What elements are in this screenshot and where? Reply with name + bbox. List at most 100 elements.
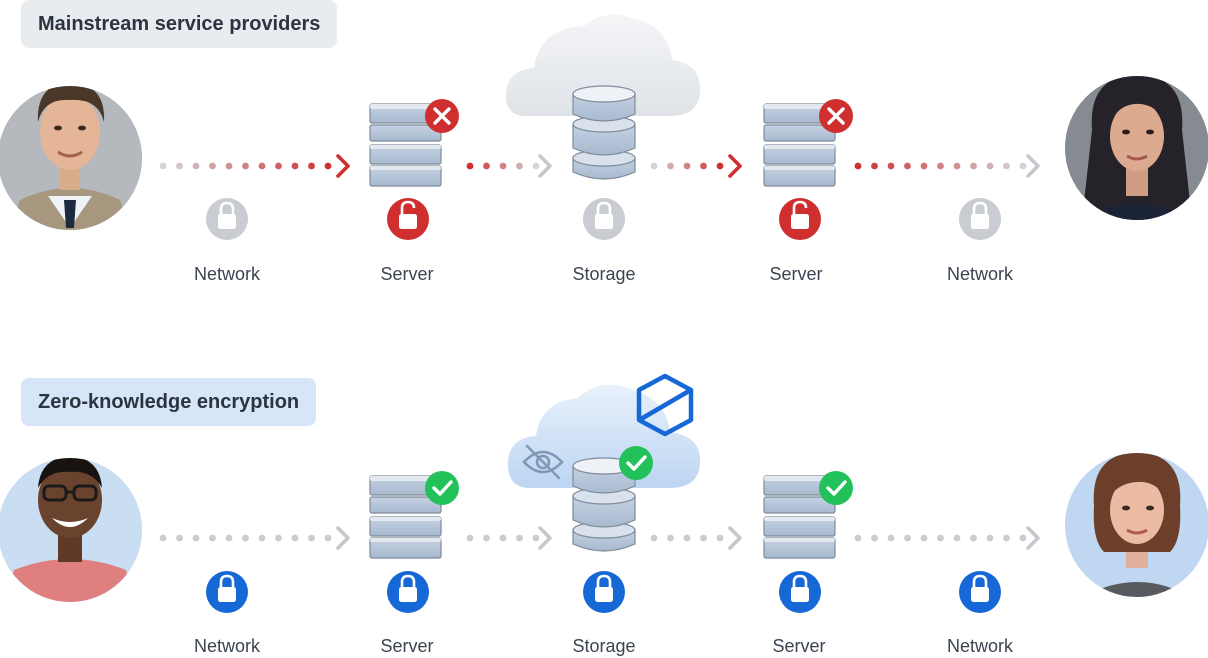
lock-icon [959,198,1001,240]
arrow-dot [953,162,961,170]
avatar-man-bottom-left [0,458,142,602]
arrow-dot [499,534,507,542]
unlock-icon [387,198,429,240]
arrow-dot [308,162,315,170]
arrow-dot [1003,534,1010,542]
label-network-3: Network [193,636,260,656]
arrow-dot [209,534,216,542]
arrow-dot [242,162,249,170]
section-title-mainstream: Mainstream service providers [21,0,338,48]
arrow-dot [920,162,928,170]
label-network-4: Network [946,636,1013,656]
chevron-right-icon [538,154,552,178]
arrow-dot [192,534,200,542]
arrow-dot [532,534,540,542]
arrow-dot [1019,162,1027,170]
arrow-dot [466,534,474,542]
arrow-dot [159,162,167,170]
arrow-dot [1019,534,1027,542]
chevron-right-icon [728,526,742,550]
arrow-dot [970,162,977,170]
arrow-dot [532,162,540,170]
chevron-right-icon [538,526,552,550]
arrow-dot [700,534,707,542]
check-icon [425,471,459,505]
label-server-2: Server [769,264,823,284]
arrow-dot [225,534,233,542]
lock-icon [206,571,248,613]
arrow-dot [887,534,895,542]
avatar-man-top-left [0,86,142,230]
label-server-3: Server [380,636,434,656]
arrow-dot [516,162,523,170]
arrow-dot [291,162,299,170]
arrow-dot [650,534,658,542]
arrow-dot [854,162,862,170]
arrow-dot [986,534,994,542]
eye-off-icon [522,444,564,480]
arrow-dot [667,534,674,542]
label-server-4: Server [772,636,826,656]
lock-icon [779,571,821,613]
arrow-server-to-network-2 [854,526,1040,550]
chevron-right-icon [1026,154,1040,178]
arrow-dot [904,534,911,542]
server-top-right [763,103,836,187]
arrow-dot [920,534,928,542]
avatar-woman-bottom-right [1065,453,1208,597]
arrow-dot [887,162,895,170]
arrow-dot [854,534,862,542]
arrow-dot [483,534,490,542]
arrow-dot [258,534,266,542]
cloud-top [506,14,701,116]
avatar-woman-top-right [1065,76,1208,220]
label-storage-1: Storage [572,264,636,284]
arrow-dot [176,534,183,542]
flow-arrows [159,154,1040,550]
arrow-dot [871,162,878,170]
arrow-dot [242,534,249,542]
chevron-right-icon [336,526,350,550]
server-bottom-right [763,475,836,559]
arrow-network-to-server-1 [159,154,350,178]
arrow-dot [716,162,724,170]
arrow-dot [871,534,878,542]
section-title-zero-knowledge: Zero-knowledge encryption [21,378,317,426]
chevron-right-icon [336,154,350,178]
arrow-dot [499,162,507,170]
arrow-dot [953,534,961,542]
label-server-1: Server [380,264,434,284]
unlock-icon [779,198,821,240]
server-bottom-left [369,475,442,559]
arrow-dot [275,534,282,542]
arrow-dot [308,534,315,542]
arrow-dot [258,162,266,170]
chevron-right-icon [728,154,742,178]
arrow-dot [176,162,183,170]
arrow-dot [159,534,167,542]
arrow-dot [716,534,724,542]
check-icon [619,446,653,480]
arrow-storage-to-server-1 [650,154,742,178]
arrow-dot [683,162,691,170]
arrow-dot [700,162,707,170]
database-bottom [572,457,636,552]
lock-icon [583,571,625,613]
arrow-dot [516,534,523,542]
arrow-dot [291,534,299,542]
arrow-dot [275,162,282,170]
arrow-dot [970,534,977,542]
database-top [572,85,636,180]
arrow-dot [225,162,233,170]
check-icon [819,471,853,505]
lock-icon [206,198,248,240]
arrow-dot [650,162,658,170]
arrow-dot [683,534,691,542]
lock-icon [959,571,1001,613]
arrow-dot [937,534,944,542]
x-icon [819,99,853,133]
server-top-left [369,103,442,187]
arrow-server-to-storage-2 [466,526,552,550]
arrow-server-to-network-1 [854,154,1040,178]
